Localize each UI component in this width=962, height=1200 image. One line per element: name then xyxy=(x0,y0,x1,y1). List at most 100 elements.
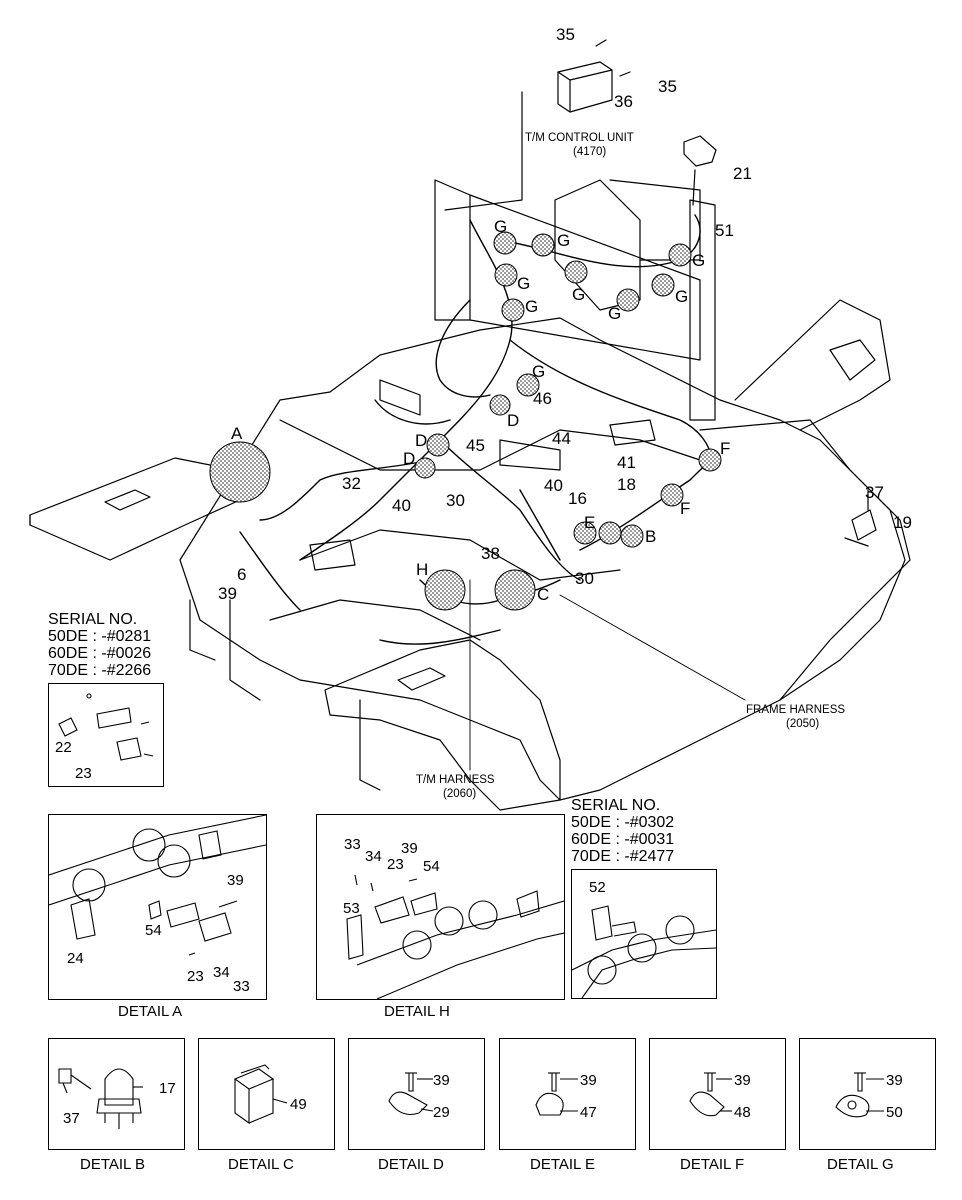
detail-f-part-48: 48 xyxy=(734,1104,751,1121)
part-19 xyxy=(851,509,877,541)
callout-40-left: 40 xyxy=(392,496,411,515)
callout-b: B xyxy=(645,527,657,546)
detail-h-part-53: 53 xyxy=(343,900,360,917)
serial-1-title: SERIAL NO. xyxy=(48,611,138,628)
detail-d-part-29: 29 xyxy=(433,1104,450,1121)
detail-f-caption: DETAIL F xyxy=(680,1156,745,1173)
callout-36: 36 xyxy=(614,92,633,111)
detail-a-part-54: 54 xyxy=(145,922,162,939)
detail-e-part-47: 47 xyxy=(580,1104,597,1121)
detail-h-part-54: 54 xyxy=(423,858,440,875)
right-fender xyxy=(699,419,906,701)
callout-g3: G xyxy=(517,274,531,293)
callout-g6: G xyxy=(608,304,622,323)
callout-18: 18 xyxy=(617,475,636,494)
detail-a-drawing xyxy=(49,815,266,956)
detail-a-part-33: 33 xyxy=(233,978,250,995)
detail-a-part-23: 23 xyxy=(187,968,204,985)
detail-h-part-39: 39 xyxy=(401,840,418,857)
detail-h-box: 33 34 23 39 54 53 xyxy=(316,814,565,1000)
serial-1-detail-box: 22 23 xyxy=(48,683,164,787)
detail-b-drawing xyxy=(58,1068,143,1129)
serial-2-line-3: 70DE : -#2477 xyxy=(571,848,675,865)
frame-body xyxy=(179,317,911,801)
caption-frame-harness: FRAME HARNESS xyxy=(746,704,846,716)
detail-e-box: 39 47 xyxy=(499,1038,636,1150)
serial-1-part-23: 23 xyxy=(75,765,92,782)
callout-g5: G xyxy=(525,297,539,316)
callout-f2: F xyxy=(680,499,691,518)
callout-h: H xyxy=(416,560,429,579)
callout-41: 41 xyxy=(617,453,636,472)
caption-tm-control-unit-code: (4170) xyxy=(573,146,607,158)
detail-marker-g1 xyxy=(493,231,517,255)
detail-a-part-39: 39 xyxy=(227,872,244,889)
detail-marker-g4 xyxy=(564,260,588,284)
detail-marker-c xyxy=(494,569,536,611)
detail-h-drawing xyxy=(346,874,564,999)
detail-g-box: 39 50 xyxy=(799,1038,936,1150)
caption-tm-harness-code: (2060) xyxy=(443,788,477,800)
detail-h-part-34: 34 xyxy=(365,848,382,865)
callout-46: 46 xyxy=(533,389,552,408)
serial-1-part-22: 22 xyxy=(55,739,72,756)
detail-a-part-34: 34 xyxy=(213,964,230,981)
serial-1-line-2: 60DE : -#0026 xyxy=(48,645,152,662)
detail-marker-g3 xyxy=(494,263,518,287)
detail-e-part-39: 39 xyxy=(580,1072,597,1089)
detail-marker-e2 xyxy=(598,521,622,545)
detail-c-part-49: 49 xyxy=(290,1096,307,1113)
detail-g-part-50: 50 xyxy=(886,1104,903,1121)
detail-marker-g9 xyxy=(516,373,540,397)
callout-e: E xyxy=(584,513,596,532)
serial-2-line-1: 50DE : -#0302 xyxy=(571,814,675,831)
left-fender-plate xyxy=(29,457,241,561)
detail-marker-d3 xyxy=(414,457,436,479)
callout-f1: F xyxy=(720,439,731,458)
mast-upright xyxy=(434,179,471,321)
serial-2-detail-box: 52 xyxy=(571,869,717,999)
callout-d2: D xyxy=(415,431,428,450)
callout-45: 45 xyxy=(466,436,485,455)
callout-g4: G xyxy=(572,285,586,304)
serial-1-drawing xyxy=(58,693,154,761)
callout-38: 38 xyxy=(481,544,500,563)
detail-d-part-39: 39 xyxy=(433,1072,450,1089)
detail-e-drawing xyxy=(535,1072,578,1116)
detail-marker-f2 xyxy=(660,483,684,507)
detail-marker-b xyxy=(620,524,644,548)
callout-21: 21 xyxy=(733,164,752,183)
serial-1-line-3: 70DE : -#2266 xyxy=(48,662,152,679)
detail-c-caption: DETAIL C xyxy=(228,1156,294,1173)
callout-32: 32 xyxy=(342,474,361,493)
detail-marker-d xyxy=(489,394,511,416)
detail-marker-f1 xyxy=(698,448,722,472)
serial-2-line-2: 60DE : -#0031 xyxy=(571,831,675,848)
detail-marker-g2 xyxy=(531,233,555,257)
detail-b-part-37: 37 xyxy=(63,1110,80,1127)
detail-f-drawing xyxy=(689,1072,732,1117)
callout-16: 16 xyxy=(568,489,587,508)
detail-a-box: 24 39 54 23 34 33 xyxy=(48,814,267,1000)
callout-g8: G xyxy=(692,251,706,270)
detail-a-caption: DETAIL A xyxy=(118,1003,183,1020)
detail-marker-h xyxy=(424,569,466,611)
callout-40-right: 40 xyxy=(544,476,563,495)
caption-tm-control-unit: T/M CONTROL UNIT xyxy=(525,132,634,144)
detail-d-caption: DETAIL D xyxy=(378,1156,444,1173)
callout-a: A xyxy=(231,424,243,443)
serial-2-title: SERIAL NO. xyxy=(571,797,661,814)
callout-39-main: 39 xyxy=(218,584,237,603)
callout-37-main: 37 xyxy=(865,483,884,502)
detail-marker-g8 xyxy=(668,243,692,267)
callout-g7: G xyxy=(675,287,689,306)
detail-g-part-39: 39 xyxy=(886,1072,903,1089)
callout-d3: D xyxy=(403,449,416,468)
detail-g-drawing xyxy=(835,1072,884,1118)
detail-f-part-39: 39 xyxy=(734,1072,751,1089)
detail-markers xyxy=(209,231,722,611)
control-unit xyxy=(557,61,613,113)
detail-marker-e xyxy=(573,521,597,545)
detail-c-drawing xyxy=(233,1064,288,1125)
